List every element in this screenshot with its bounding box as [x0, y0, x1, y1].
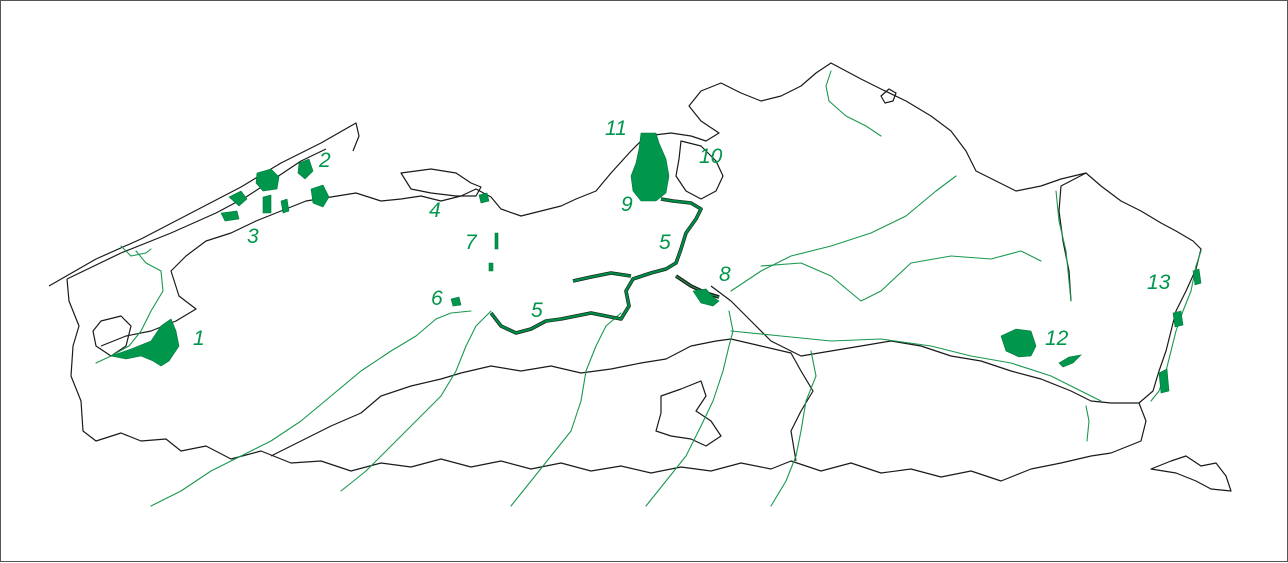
durme-channel: [572, 271, 632, 283]
canal-coast: [120, 245, 152, 257]
protected-area-3c: [262, 194, 272, 214]
rupel-channel: [675, 275, 720, 298]
label-10: 10: [699, 145, 723, 168]
label-13: 13: [1147, 271, 1171, 294]
river-east-a: [1055, 190, 1072, 302]
protected-area-7a: [494, 232, 499, 250]
enclave-east: [1150, 455, 1232, 492]
province-boundary-2: [730, 338, 814, 462]
river-zenne: [645, 310, 734, 507]
river-leie: [150, 310, 472, 507]
label-4: 4: [429, 199, 441, 222]
enclave-north: [880, 88, 897, 104]
river-dender: [510, 312, 622, 507]
port-area: [675, 140, 724, 200]
province-boundary-4: [710, 285, 1139, 404]
protected-area-3a: [228, 190, 248, 207]
protected-area-12b: [1058, 354, 1082, 368]
coastline-inner: [66, 148, 327, 280]
protected-area-12a: [1000, 328, 1037, 358]
protected-area-2c: [310, 184, 330, 208]
protected-area-13c: [1158, 368, 1170, 394]
label-8: 8: [719, 263, 731, 286]
label-5-a: 5: [659, 231, 671, 254]
protected-area-3d: [280, 198, 290, 214]
river-yser: [95, 250, 164, 364]
protected-area-13b: [1172, 310, 1184, 328]
river-nete-south: [760, 250, 1042, 302]
river-nete: [730, 175, 957, 292]
protected-area-9-11: [630, 132, 670, 202]
region-outline: [66, 62, 1202, 482]
label-3: 3: [247, 225, 259, 248]
enclave-coast: [400, 168, 482, 197]
label-11: 11: [605, 117, 627, 140]
province-boundary-1: [270, 338, 732, 457]
protected-area-7b: [488, 262, 494, 272]
label-7: 7: [465, 231, 478, 254]
province-boundary-3: [655, 380, 722, 447]
protected-area-4: [478, 192, 490, 204]
river-east-b: [1085, 405, 1090, 442]
protected-area-3b: [220, 210, 240, 222]
river-scheldt-upper: [340, 310, 492, 492]
label-6: 6: [431, 287, 443, 310]
protected-area-2b: [297, 158, 314, 180]
protected-area-8: [692, 288, 720, 307]
protected-area-2a: [255, 168, 280, 192]
protected-area-6: [450, 296, 462, 307]
province-boundary-5: [1058, 172, 1087, 302]
river-dijle: [770, 350, 817, 507]
label-2: 2: [318, 149, 331, 172]
river-demer: [730, 330, 1102, 402]
province-boundary-6: [92, 315, 132, 357]
protected-area-1: [109, 318, 180, 367]
protected-area-13a: [1192, 268, 1202, 286]
river-north: [825, 70, 882, 137]
scheldt-channel: [490, 197, 703, 335]
coastline: [48, 122, 360, 287]
label-1: 1: [193, 327, 205, 350]
label-9: 9: [621, 193, 633, 216]
label-5-b: 5: [531, 299, 543, 322]
label-12: 12: [1045, 327, 1069, 350]
